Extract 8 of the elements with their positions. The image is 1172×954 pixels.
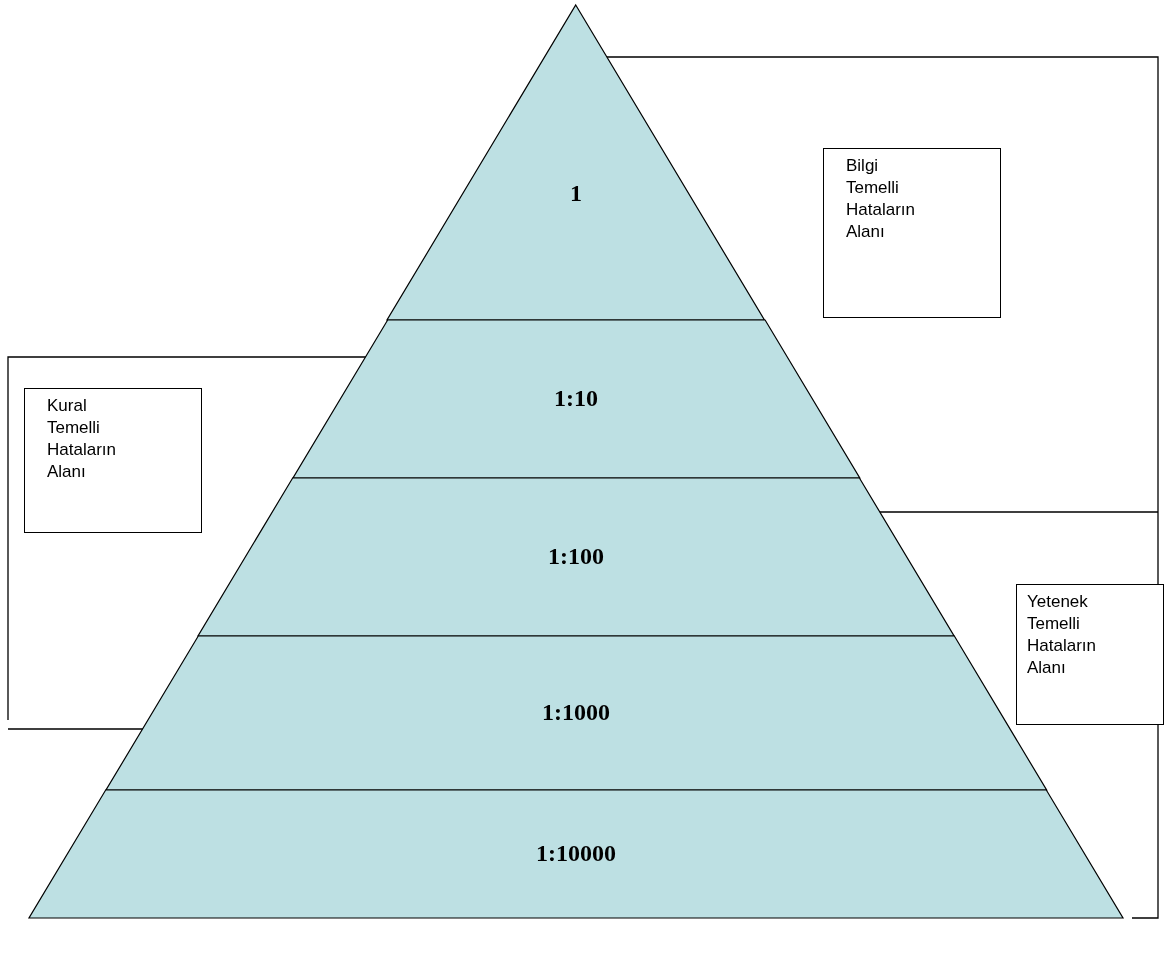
text-box: Kural Temelli Hataların Alanı: [24, 388, 202, 533]
ratio-label: 1:100: [547, 543, 605, 570]
text-box: Yetenek Temelli Hataların Alanı: [1016, 584, 1164, 725]
ratio-label: 1: [569, 180, 583, 207]
ratio-label: 1:10000: [535, 840, 617, 867]
ratio-label: 1:10: [553, 385, 599, 412]
ratio-label: 1:1000: [541, 699, 611, 726]
text-box: Bilgi Temelli Hataların Alanı: [823, 148, 1001, 318]
